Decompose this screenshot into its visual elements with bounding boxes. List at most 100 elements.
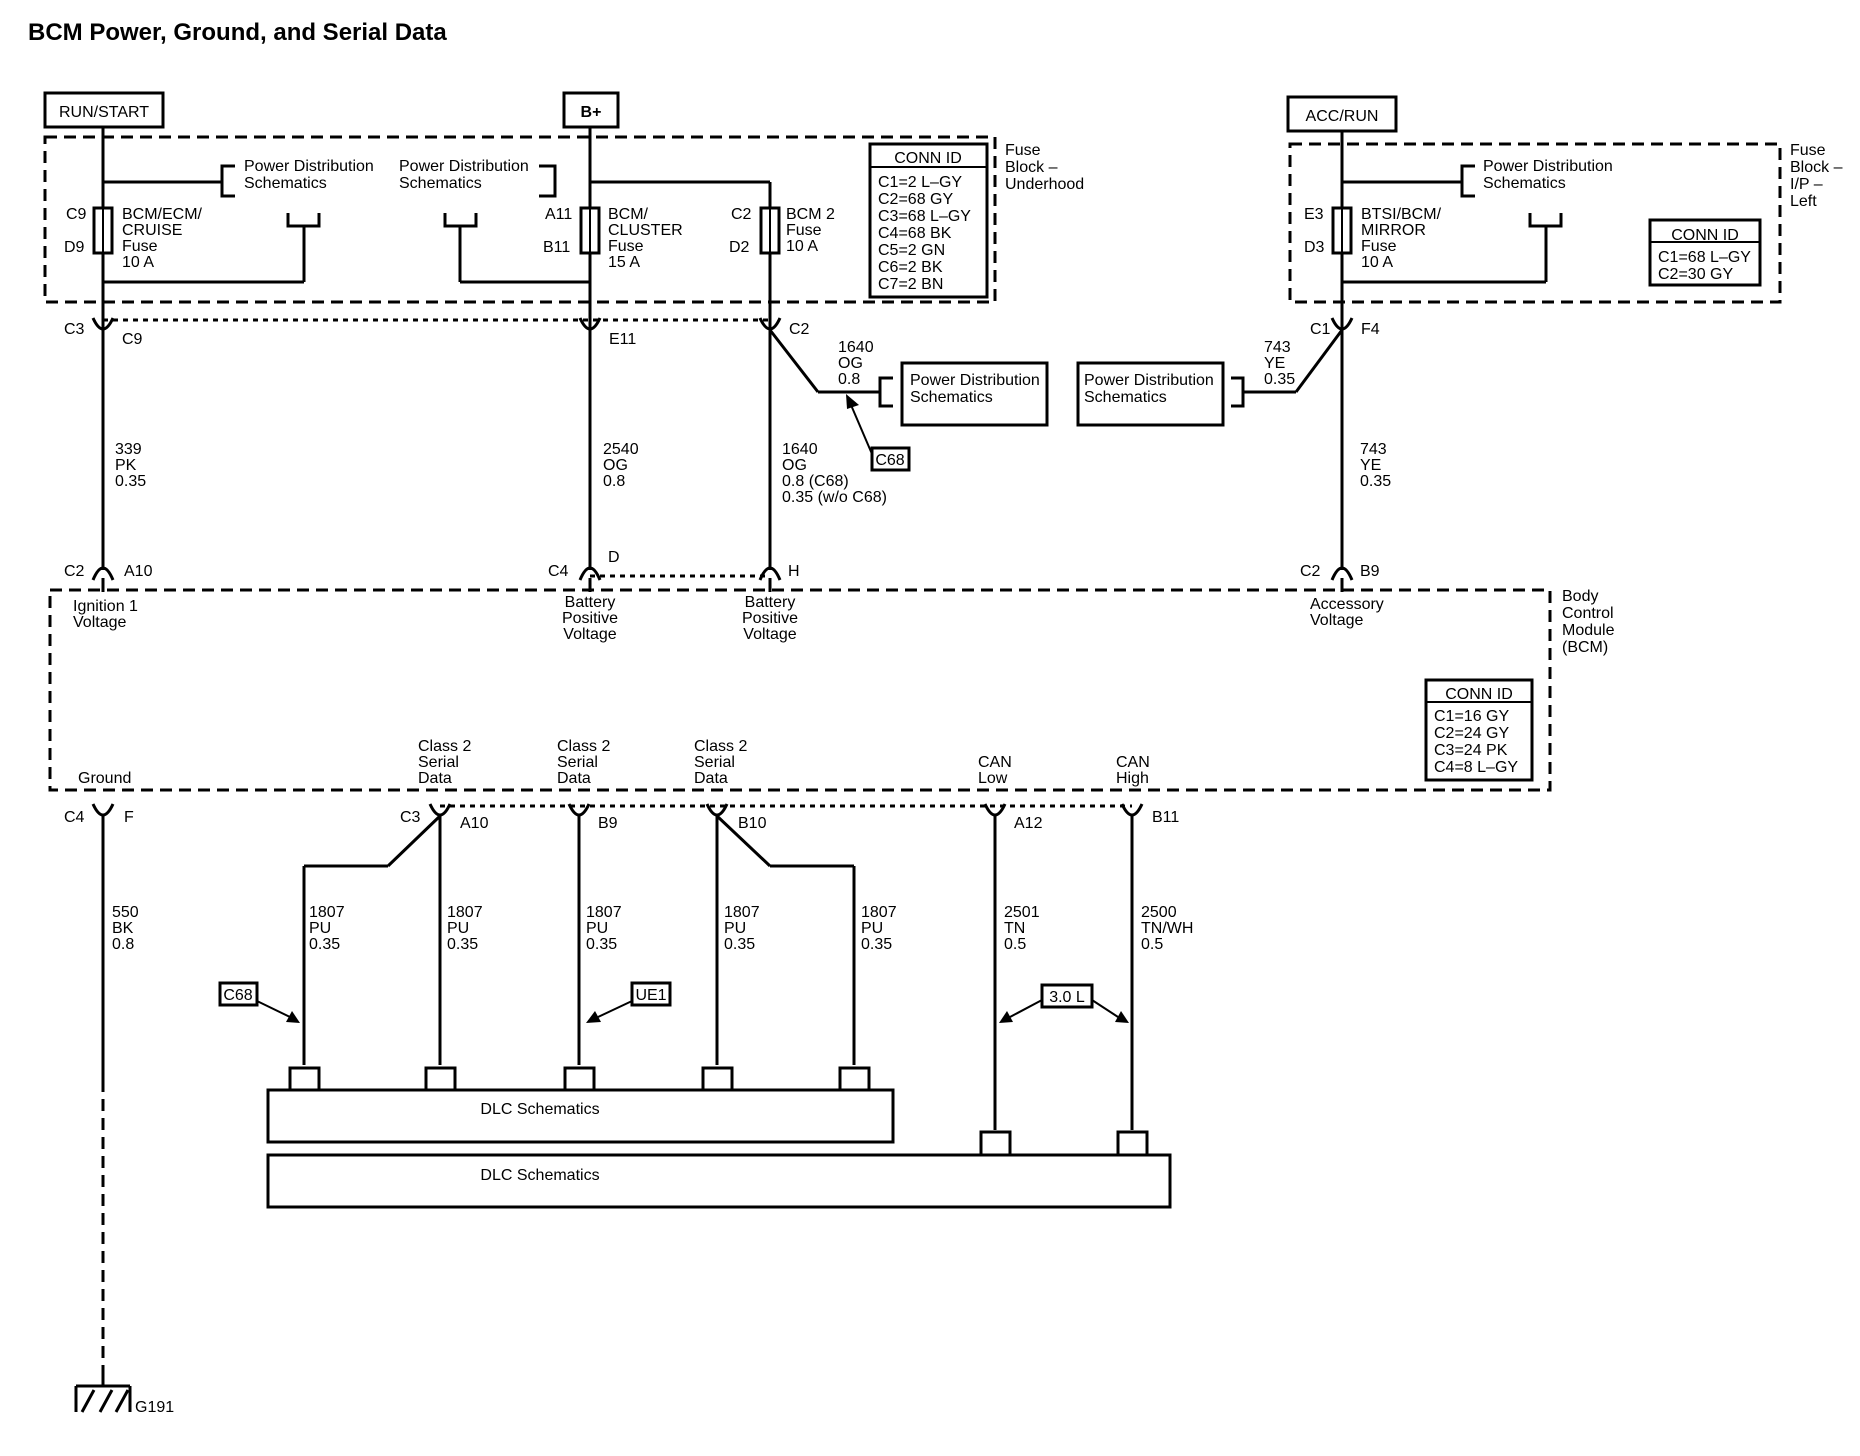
- svg-text:Voltage: Voltage: [73, 614, 126, 631]
- svg-text:Schematics: Schematics: [244, 175, 327, 192]
- svg-text:F4: F4: [1361, 321, 1380, 338]
- bcm-pin-can-low: CAN Low: [978, 754, 1012, 787]
- svg-text:A10: A10: [460, 815, 489, 832]
- svg-text:2540: 2540: [603, 441, 639, 458]
- svg-text:C68: C68: [223, 987, 252, 1004]
- svg-text:PU: PU: [309, 920, 331, 937]
- bcm-pin-serial-data-1: Class 2 Serial Data: [418, 738, 471, 787]
- bcm-connector-c3-a10: C3 A10: [302, 803, 489, 1065]
- svg-text:TN: TN: [1004, 920, 1025, 937]
- svg-text:Data: Data: [418, 770, 452, 787]
- svg-text:10 A: 10 A: [1361, 254, 1393, 271]
- source-run-start: RUN/START: [43, 91, 165, 129]
- option-tag-c68-bottom: C68: [218, 981, 300, 1023]
- dlc-schematics-upper: DLC Schematics: [266, 1088, 895, 1144]
- svg-text:Power Distribution: Power Distribution: [910, 372, 1040, 389]
- svg-text:D2: D2: [729, 239, 750, 256]
- svg-text:C1: C1: [1310, 321, 1331, 338]
- svg-text:Low: Low: [978, 770, 1008, 787]
- wire-label-550: 550 BK 0.8: [112, 904, 139, 953]
- wire-label-1640-branch: 1640 OG 0.8: [838, 339, 874, 388]
- svg-text:Module: Module: [1562, 622, 1615, 639]
- pds-reference-ip: Power Distribution Schematics: [1460, 158, 1613, 282]
- svg-text:MIRROR: MIRROR: [1361, 222, 1426, 239]
- svg-text:743: 743: [1360, 441, 1387, 458]
- svg-text:0.35: 0.35: [309, 936, 340, 953]
- fuse-bcm-cluster: A11 B11 BCM/ CLUSTER Fuse 15 A: [543, 127, 770, 330]
- svg-text:C68: C68: [875, 452, 904, 469]
- svg-text:Fuse: Fuse: [122, 238, 158, 255]
- svg-text:Voltage: Voltage: [743, 626, 796, 643]
- svg-text:0.35: 0.35: [447, 936, 478, 953]
- svg-text:Positive: Positive: [742, 610, 798, 627]
- wire-label-2540: 2540 OG 0.8: [603, 441, 639, 490]
- svg-text:Accessory: Accessory: [1310, 596, 1384, 613]
- svg-text:C4: C4: [64, 809, 85, 826]
- svg-text:Power Distribution: Power Distribution: [1084, 372, 1214, 389]
- svg-text:D9: D9: [64, 239, 85, 256]
- svg-text:I/P –: I/P –: [1790, 176, 1823, 193]
- svg-text:YE: YE: [1360, 457, 1381, 474]
- bcm-pin-ignition-voltage: Ignition 1 Voltage: [73, 598, 138, 631]
- wire-label-1807-c: 1807 PU 0.35: [586, 904, 622, 953]
- svg-text:C2: C2: [731, 206, 752, 223]
- svg-text:C5=2 GN: C5=2 GN: [878, 242, 945, 259]
- svg-text:Fuse: Fuse: [1005, 142, 1041, 159]
- svg-text:PK: PK: [115, 457, 137, 474]
- bcm-conn-id-table: CONN ID C1=16 GY C2=24 GY C3=24 PK C4=8 …: [1424, 678, 1534, 782]
- bcm-pin-serial-data-2: Class 2 Serial Data: [557, 738, 610, 787]
- svg-text:PU: PU: [586, 920, 608, 937]
- svg-text:Serial: Serial: [418, 754, 459, 771]
- svg-text:Class 2: Class 2: [418, 738, 471, 755]
- svg-text:Schematics: Schematics: [910, 389, 993, 406]
- wire-label-1807-a: 1807 PU 0.35: [309, 904, 345, 953]
- svg-text:Voltage: Voltage: [563, 626, 616, 643]
- svg-text:ACC/RUN: ACC/RUN: [1306, 108, 1379, 125]
- svg-text:0.35 (w/o C68): 0.35 (w/o C68): [782, 489, 887, 506]
- svg-text:Fuse: Fuse: [786, 222, 822, 239]
- connector-c1-f4: C1 F4: [1231, 317, 1380, 570]
- svg-text:BK: BK: [112, 920, 134, 937]
- option-tag-3-0-l: 3.0 L: [999, 983, 1129, 1023]
- svg-text:Body: Body: [1562, 588, 1598, 605]
- svg-text:2500: 2500: [1141, 904, 1177, 921]
- svg-text:C3: C3: [400, 809, 421, 826]
- wire-label-1807-d: 1807 PU 0.35: [724, 904, 760, 953]
- svg-text:10 A: 10 A: [786, 238, 818, 255]
- svg-text:0.8 (C68): 0.8 (C68): [782, 473, 849, 490]
- dlc-upper-terminals: [288, 1066, 871, 1093]
- svg-text:C1=16 GY: C1=16 GY: [1434, 708, 1509, 725]
- svg-text:Power Distribution: Power Distribution: [1483, 158, 1613, 175]
- wire-label-743: 743 YE 0.35: [1360, 441, 1391, 490]
- svg-text:C1=68 L–GY: C1=68 L–GY: [1658, 249, 1751, 266]
- bcm-connector-c4-f: C4 F: [64, 803, 134, 1370]
- svg-text:Power Distribution: Power Distribution: [399, 158, 529, 175]
- svg-text:Left: Left: [1790, 193, 1817, 210]
- svg-text:Fuse: Fuse: [1790, 142, 1826, 159]
- svg-text:C2=24 GY: C2=24 GY: [1434, 725, 1509, 742]
- svg-text:Control: Control: [1562, 605, 1614, 622]
- connector-e11: E11: [578, 317, 636, 570]
- svg-text:BCM/: BCM/: [608, 206, 649, 223]
- wire-label-743-branch: 743 YE 0.35: [1264, 339, 1295, 388]
- svg-text:E11: E11: [609, 331, 636, 348]
- svg-text:Power Distribution: Power Distribution: [244, 158, 374, 175]
- pds-reference-left: Power Distribution Schematics: [220, 158, 374, 282]
- bcm-pin-ground: Ground: [78, 770, 131, 787]
- svg-text:C9: C9: [66, 206, 87, 223]
- svg-text:TN/WH: TN/WH: [1141, 920, 1193, 937]
- svg-text:BCM 2: BCM 2: [786, 206, 835, 223]
- wire-label-1807-e: 1807 PU 0.35: [861, 904, 897, 953]
- svg-text:Underhood: Underhood: [1005, 176, 1084, 193]
- svg-text:2501: 2501: [1004, 904, 1040, 921]
- svg-text:0.8: 0.8: [112, 936, 134, 953]
- fuse-bcm-ecm-cruise: C9 D9 BCM/ECM/ CRUISE Fuse 10 A: [64, 127, 304, 330]
- svg-text:B11: B11: [543, 239, 570, 256]
- svg-text:CONN ID: CONN ID: [894, 150, 962, 167]
- bcm-pin-serial-data-3: Class 2 Serial Data: [694, 738, 747, 787]
- svg-text:B10: B10: [738, 815, 767, 832]
- svg-text:CRUISE: CRUISE: [122, 222, 182, 239]
- svg-text:339: 339: [115, 441, 142, 458]
- svg-text:CAN: CAN: [1116, 754, 1150, 771]
